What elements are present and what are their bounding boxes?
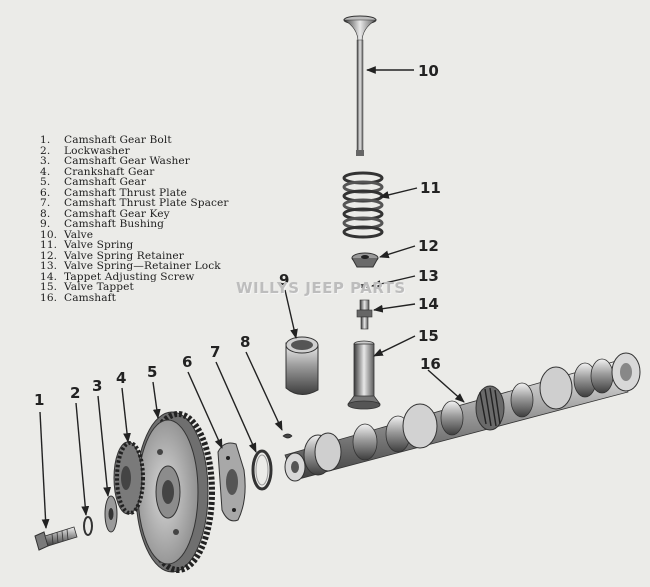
legend-item-number: 2. bbox=[40, 144, 51, 157]
watermark: WILLYS JEEP PARTS bbox=[236, 279, 406, 297]
legend-item-number: 9. bbox=[40, 218, 51, 230]
legend-item: 14. Tappet Adjusting Screw bbox=[40, 270, 229, 283]
leader-lines bbox=[39, 66, 465, 529]
legend-item-label: Lockwasher bbox=[64, 144, 130, 157]
callout-3: 3 bbox=[92, 377, 102, 395]
callout-6: 6 bbox=[182, 353, 192, 371]
callout-13: 13 bbox=[418, 267, 439, 285]
legend-item-label: Valve Spring—Retainer Lock bbox=[64, 260, 221, 272]
legend-item: 2. Lockwasher bbox=[40, 144, 229, 157]
legend-item: 4. Crankshaft Gear bbox=[40, 165, 229, 178]
callout-12: 12 bbox=[418, 237, 439, 255]
legend-item: 6. Camshaft Thrust Plate bbox=[40, 186, 229, 199]
camshaft-thrust-plate bbox=[217, 442, 246, 522]
legend-item-label: Crankshaft Gear bbox=[64, 165, 155, 178]
legend-item-label: Camshaft Thrust Plate bbox=[64, 186, 187, 199]
legend-item-number: 5. bbox=[40, 176, 51, 188]
legend-item: 11. Valve Spring bbox=[40, 240, 229, 251]
thrust-plate-spacer bbox=[251, 449, 273, 491]
legend-item-number: 16. bbox=[40, 291, 58, 304]
camshaft bbox=[284, 352, 641, 482]
callout-15: 15 bbox=[418, 327, 439, 345]
legend-item: 5. Camshaft Gear bbox=[40, 177, 229, 188]
legend-item-number: 3. bbox=[40, 155, 51, 167]
callout-10: 10 bbox=[418, 62, 439, 80]
callout-8: 8 bbox=[240, 333, 250, 351]
camshaft-drive-gear bbox=[475, 385, 505, 431]
legend-item-label: Camshaft Gear bbox=[64, 176, 146, 188]
legend-item-label: Camshaft Gear Washer bbox=[64, 155, 190, 167]
legend-item-label: Tappet Adjusting Screw bbox=[64, 270, 195, 283]
legend-item-number: 10. bbox=[40, 228, 58, 241]
legend-item-label: Camshaft Bushing bbox=[64, 218, 165, 230]
legend-item: 10. Valve bbox=[40, 228, 229, 241]
callout-1: 1 bbox=[34, 391, 44, 409]
lockwasher bbox=[83, 516, 93, 536]
legend-item: 9. Camshaft Bushing bbox=[40, 219, 229, 230]
callout-11: 11 bbox=[420, 179, 441, 197]
legend-item: 1. Camshaft Gear Bolt bbox=[40, 135, 229, 146]
legend-item-number: 11. bbox=[40, 239, 58, 251]
legend-item-number: 1. bbox=[40, 134, 51, 146]
legend-item: 16. Camshaft bbox=[40, 291, 229, 304]
legend-item-number: 14. bbox=[40, 270, 58, 283]
valve-tappet bbox=[347, 340, 381, 410]
callout-14: 14 bbox=[418, 295, 439, 313]
legend-item-number: 15. bbox=[40, 281, 58, 293]
legend-item-label: Valve bbox=[64, 228, 94, 241]
parts-legend: 1. Camshaft Gear Bolt 2. Lockwasher 3. Cams… bbox=[40, 135, 229, 303]
legend-item-number: 13. bbox=[40, 260, 58, 272]
legend-item: 15. Valve Tappet bbox=[40, 282, 229, 293]
camshaft-gear bbox=[135, 411, 215, 573]
legend-item-label: Camshaft Gear Bolt bbox=[64, 134, 172, 146]
legend-item: 12. Valve Spring Retainer bbox=[40, 249, 229, 262]
callout-5: 5 bbox=[147, 363, 157, 381]
callout-numbers: 1 2 3 4 5 6 7 8 9 10 11 12 13 14 15 16 bbox=[34, 62, 441, 409]
callout-2: 2 bbox=[70, 384, 80, 402]
legend-item-number: 7. bbox=[40, 197, 51, 209]
legend-item-number: 12. bbox=[40, 249, 58, 262]
legend-item-label: Camshaft bbox=[64, 291, 117, 304]
legend-item: 13. Valve Spring—Retainer Lock bbox=[40, 261, 229, 272]
valve-spring bbox=[342, 171, 384, 239]
callout-16: 16 bbox=[420, 355, 441, 373]
legend-item-number: 8. bbox=[40, 207, 51, 220]
legend-item-number: 4. bbox=[40, 165, 51, 178]
legend-item-number: 6. bbox=[40, 186, 51, 199]
legend-item: 3. Camshaft Gear Washer bbox=[40, 156, 229, 167]
callout-9: 9 bbox=[279, 271, 289, 289]
camshaft-bushing bbox=[285, 336, 319, 395]
legend-item: 8. Camshaft Gear Key bbox=[40, 207, 229, 220]
legend-item-label: Valve Spring Retainer bbox=[64, 249, 184, 262]
tappet-adjusting-screw bbox=[356, 299, 373, 330]
retainer-lock bbox=[360, 284, 368, 288]
legend-item-label: Valve Tappet bbox=[64, 281, 134, 293]
legend-item-label: Camshaft Thrust Plate Spacer bbox=[64, 197, 229, 209]
legend-item: 7. Camshaft Thrust Plate Spacer bbox=[40, 198, 229, 209]
crankshaft-gear bbox=[113, 441, 145, 515]
valve-spring-retainer bbox=[351, 252, 379, 268]
callout-4: 4 bbox=[116, 369, 126, 387]
camshaft-gear-bolt bbox=[34, 526, 78, 551]
camshaft-gear-washer bbox=[104, 495, 118, 533]
callout-7: 7 bbox=[210, 343, 220, 361]
valve bbox=[342, 15, 378, 156]
legend-item-label: Valve Spring bbox=[64, 239, 134, 251]
camshaft-gear-key bbox=[282, 433, 293, 439]
legend-item-label: Camshaft Gear Key bbox=[64, 207, 170, 220]
